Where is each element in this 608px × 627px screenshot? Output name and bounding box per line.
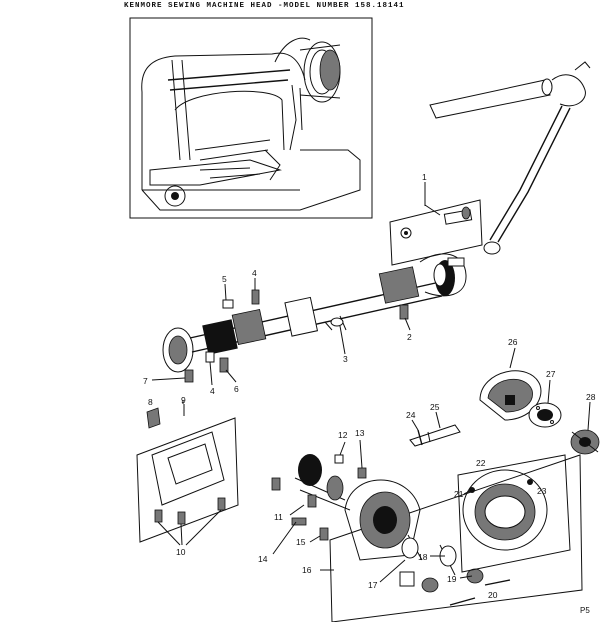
part-24-25: [409, 424, 461, 447]
callout-4-upper: 4: [252, 268, 257, 278]
crank-arm: [429, 61, 591, 255]
feed-dog-box: [136, 407, 239, 546]
callout-9: 9: [181, 395, 186, 405]
callout-25: 25: [430, 402, 440, 412]
callout-22: 22: [476, 458, 486, 468]
callout-3: 3: [343, 354, 348, 364]
callout-16: 16: [302, 565, 312, 575]
callout-20: 20: [488, 590, 498, 600]
page-code: P5: [580, 606, 590, 615]
callout-26: 26: [508, 337, 518, 347]
leader-lines: [151, 182, 591, 583]
callout-15: 15: [296, 537, 306, 547]
hook-assembly-box: [271, 454, 583, 623]
callout-28: 28: [586, 392, 596, 402]
callout-23: 23: [537, 486, 547, 496]
callout-6: 6: [234, 384, 239, 394]
callout-17: 17: [368, 580, 378, 590]
callout-8: 8: [148, 397, 153, 407]
callout-13: 13: [355, 428, 365, 438]
machine-overview-inset: [129, 17, 373, 219]
callout-4-lower: 4: [210, 386, 215, 396]
callout-7: 7: [143, 376, 148, 386]
small-parts: [184, 289, 409, 383]
part-28: [570, 429, 600, 455]
callout-1: 1: [422, 172, 427, 182]
part-26: [479, 370, 542, 421]
callout-18: 18: [418, 552, 428, 562]
callout-21: 21: [454, 489, 464, 499]
callout-labels: 1 2 3 4 4 5 6 7 8 9 10 11 12 13 14 15 16…: [143, 172, 596, 600]
callout-27: 27: [546, 369, 556, 379]
part-1-group: [389, 199, 483, 266]
callout-19: 19: [447, 574, 457, 584]
callout-14: 14: [258, 554, 268, 564]
callout-24: 24: [406, 410, 416, 420]
callout-2: 2: [407, 332, 412, 342]
diagram-title: KENMORE SEWING MACHINE HEAD -MODEL NUMBE…: [124, 2, 405, 10]
part-27-bobbin: [528, 402, 562, 428]
callout-12: 12: [338, 430, 348, 440]
callout-10: 10: [176, 547, 186, 557]
bobbin-case-box: [457, 454, 571, 573]
callout-11: 11: [274, 512, 283, 522]
callout-5: 5: [222, 274, 227, 284]
